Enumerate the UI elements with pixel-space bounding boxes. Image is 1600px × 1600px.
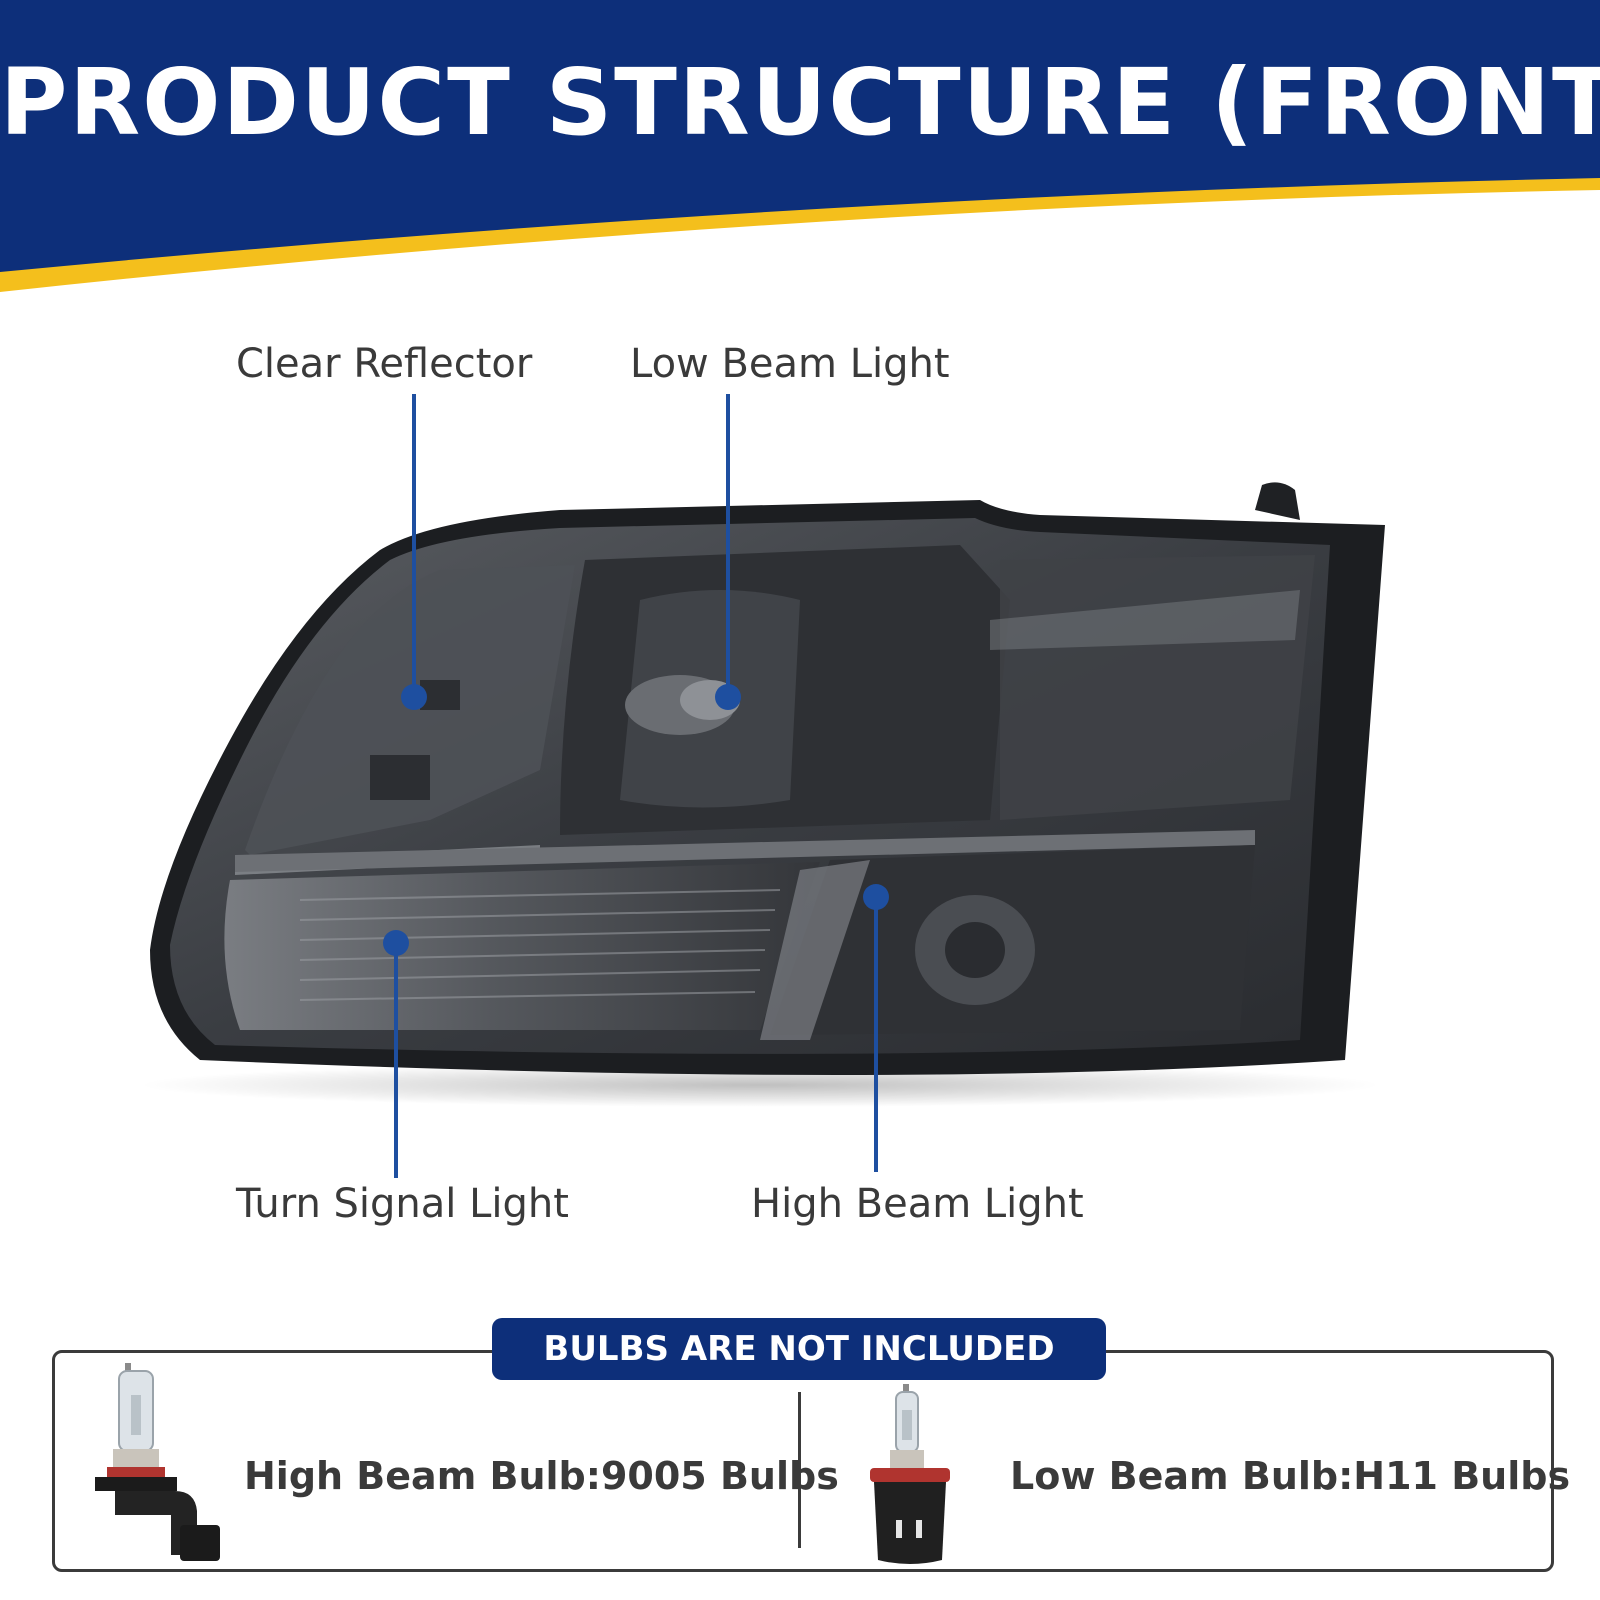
callout-high-beam-light: High Beam Light (751, 1181, 1084, 1227)
high-beam-lens-fin (760, 860, 870, 1040)
mounting-tab (1255, 482, 1300, 520)
turn-signal-ridges (299, 889, 781, 1001)
low-beam-reflector (620, 590, 800, 808)
bulb-box-divider (798, 1392, 801, 1548)
lamp-shadow (140, 1063, 1380, 1107)
reflector-square-lower (370, 755, 430, 800)
callout-clear-reflector: Clear Reflector (236, 341, 533, 387)
callout-turn-signal-light: Turn Signal Light (236, 1181, 569, 1227)
marker-high-beam (863, 884, 889, 910)
callout-leader-lines (394, 394, 878, 1178)
bulbs-not-included-badge: BULBS ARE NOT INCLUDED (492, 1318, 1106, 1380)
bulb-h11-icon (870, 1384, 950, 1564)
low-beam-chamber (560, 545, 1010, 835)
page-title: PRODUCT STRUCTURE (FRONT) (0, 49, 1600, 156)
reflector-edge (235, 845, 540, 875)
header-banner: PRODUCT STRUCTURE (FRONT) (0, 0, 1600, 300)
marker-low-beam (715, 684, 741, 710)
upper-right-panel (1000, 555, 1315, 820)
high-beam-chamber (770, 845, 1255, 1035)
low-beam-bulb-tip (680, 680, 740, 720)
upper-right-highlight (990, 590, 1300, 650)
banner-navy-field (0, 0, 1600, 272)
high-beam-reflector (915, 895, 1035, 1005)
lamp-lens (170, 518, 1330, 1054)
bulb-9005-icon (95, 1363, 220, 1561)
low-beam-bulb-label: Low Beam Bulb:H11 Bulbs (1010, 1454, 1571, 1498)
clear-reflector-panel (245, 565, 575, 855)
lamp-housing (150, 500, 1385, 1075)
marker-clear-reflector (401, 684, 427, 710)
reflector-square-upper (420, 680, 460, 710)
callout-markers (383, 684, 889, 956)
marker-turn-signal (383, 930, 409, 956)
low-beam-bulb-socket (625, 675, 735, 735)
horizontal-divider-bar (235, 830, 1255, 872)
turn-signal-lens (224, 862, 820, 1030)
high-beam-bulb-socket (945, 922, 1005, 978)
callout-low-beam-light: Low Beam Light (630, 341, 950, 387)
banner-background (0, 0, 1600, 292)
high-beam-bulb-label: High Beam Bulb:9005 Bulbs (244, 1454, 839, 1498)
